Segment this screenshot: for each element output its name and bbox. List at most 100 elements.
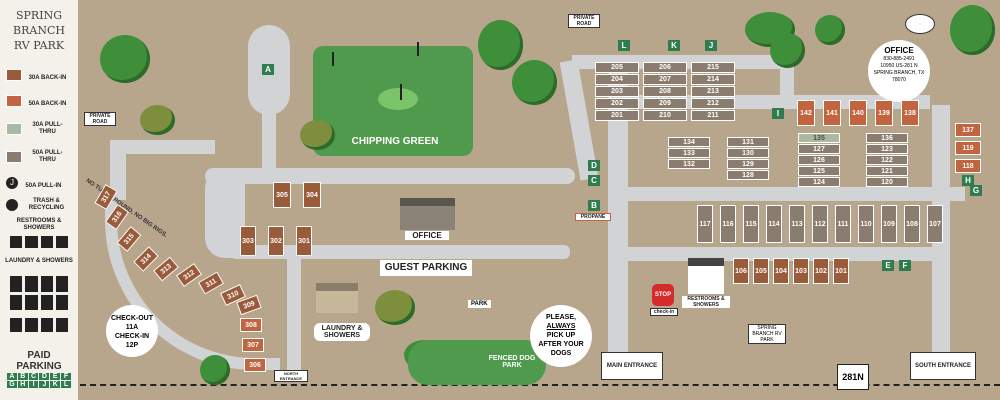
parking-a[interactable]: A — [262, 64, 274, 75]
rv-site-116[interactable]: 116 — [720, 205, 736, 243]
rv-site-204[interactable]: 204 — [595, 74, 639, 85]
rv-site-137[interactable]: 137 — [955, 123, 981, 137]
legend-item-50a-pull-in: J 50A PULL-IN — [6, 174, 74, 192]
rv-site-111[interactable]: 111 — [835, 205, 851, 243]
dog-park — [408, 340, 546, 385]
tree-icon — [950, 5, 995, 55]
rv-site-131[interactable]: 131 — [727, 137, 769, 147]
rv-site-304[interactable]: 304 — [303, 182, 321, 208]
rv-site-306[interactable]: 306 — [244, 358, 266, 372]
rv-site-127[interactable]: 127 — [798, 144, 840, 154]
rv-site-209[interactable]: 209 — [643, 98, 687, 109]
rv-site-140[interactable]: 140 — [849, 100, 867, 126]
rv-site-307[interactable]: 307 — [242, 338, 264, 352]
propane-label: PROPANE — [575, 213, 611, 221]
rv-site-121[interactable]: 121 — [866, 166, 908, 176]
rv-site-106[interactable]: 106 — [733, 258, 749, 284]
rv-site-303[interactable]: 303 — [240, 226, 256, 256]
legend-label-restrooms: RESTROOMS & SHOWERS — [16, 218, 62, 231]
parking-c[interactable]: C — [588, 175, 600, 186]
rv-site-133[interactable]: 133 — [668, 148, 710, 158]
rv-site-125[interactable]: 125 — [798, 166, 840, 176]
laundry-building[interactable] — [316, 283, 358, 313]
parking-e[interactable]: E — [882, 260, 894, 271]
rv-site-126[interactable]: 126 — [798, 155, 840, 165]
rv-site-215[interactable]: 215 — [691, 62, 735, 73]
rv-site-104[interactable]: 104 — [773, 258, 789, 284]
rv-site-119[interactable]: 119 — [955, 141, 981, 155]
rv-site-139[interactable]: 139 — [875, 100, 893, 126]
parking-letter: J — [39, 381, 50, 388]
parking-letter: E — [50, 373, 61, 380]
rv-site-128[interactable]: 128 — [727, 170, 769, 180]
rv-site-208[interactable]: 208 — [643, 86, 687, 97]
tree-icon — [100, 35, 150, 83]
rv-site-205[interactable]: 205 — [595, 62, 639, 73]
flag-icon — [400, 84, 402, 100]
parking-g[interactable]: G — [970, 185, 982, 196]
restrooms-label: RESTROOMS & SHOWERS — [682, 296, 730, 308]
rv-site-136[interactable]: 136 — [866, 133, 908, 143]
rv-site-105[interactable]: 105 — [753, 258, 769, 284]
rv-site-113[interactable]: 113 — [789, 205, 805, 243]
rv-site-134[interactable]: 134 — [668, 137, 710, 147]
putting-green — [378, 88, 418, 110]
rv-site-301[interactable]: 301 — [296, 226, 312, 256]
rv-site-135[interactable]: 135 — [798, 133, 840, 143]
parking-j[interactable]: J — [705, 40, 717, 51]
parking-letter: A — [7, 373, 17, 380]
rv-site-305[interactable]: 305 — [273, 182, 291, 208]
legend-label: 30A PULL-THRU — [32, 122, 63, 135]
rv-site-132[interactable]: 132 — [668, 159, 710, 169]
rv-site-112[interactable]: 112 — [812, 205, 828, 243]
rv-site-129[interactable]: 129 — [727, 159, 769, 169]
parking-h[interactable]: H — [962, 175, 974, 186]
checkin-time: 12P — [125, 342, 139, 349]
rv-site-122[interactable]: 122 — [866, 155, 908, 165]
rv-site-102[interactable]: 102 — [813, 258, 829, 284]
rv-site-110[interactable]: 110 — [858, 205, 874, 243]
rv-site-114[interactable]: 114 — [766, 205, 782, 243]
road-left-top — [110, 140, 215, 154]
parking-f[interactable]: F — [899, 260, 911, 271]
parking-i[interactable]: I — [772, 108, 784, 119]
north-entrance-label: NORTH ENTRANCE — [274, 370, 308, 382]
rv-site-201[interactable]: 201 — [595, 110, 639, 121]
rv-site-141[interactable]: 141 — [823, 100, 841, 126]
parking-l[interactable]: L — [618, 40, 630, 51]
rv-site-302[interactable]: 302 — [268, 226, 284, 256]
rv-site-142[interactable]: 142 — [797, 100, 815, 126]
office-building[interactable] — [400, 198, 455, 230]
rv-site-120[interactable]: 120 — [866, 177, 908, 187]
parking-d[interactable]: D — [588, 160, 600, 171]
rv-site-210[interactable]: 210 — [643, 110, 687, 121]
rv-site-118[interactable]: 118 — [955, 159, 981, 173]
rv-site-130[interactable]: 130 — [727, 148, 769, 158]
rv-site-213[interactable]: 213 — [691, 86, 735, 97]
rv-site-207[interactable]: 207 — [643, 74, 687, 85]
office-label: OFFICE — [405, 231, 449, 240]
rv-site-107[interactable]: 107 — [927, 205, 943, 243]
rv-site-308[interactable]: 308 — [240, 318, 262, 332]
parking-k[interactable]: K — [668, 40, 680, 51]
dogs-note-line: AFTER YOUR — [538, 341, 584, 348]
rv-site-103[interactable]: 103 — [793, 258, 809, 284]
rv-site-117[interactable]: 117 — [697, 205, 713, 243]
rv-site-211[interactable]: 211 — [691, 110, 735, 121]
parking-letter: L — [61, 381, 71, 388]
rv-site-206[interactable]: 206 — [643, 62, 687, 73]
rv-site-202[interactable]: 202 — [595, 98, 639, 109]
rv-site-214[interactable]: 214 — [691, 74, 735, 85]
rv-site-108[interactable]: 108 — [904, 205, 920, 243]
rv-site-124[interactable]: 124 — [798, 177, 840, 187]
rv-site-138[interactable]: 138 — [901, 100, 919, 126]
rv-site-115[interactable]: 115 — [743, 205, 759, 243]
rv-site-123[interactable]: 123 — [866, 144, 908, 154]
parking-b[interactable]: B — [588, 200, 600, 211]
legend-label: 50A PULL-IN — [25, 183, 62, 189]
rv-site-203[interactable]: 203 — [595, 86, 639, 97]
rv-site-212[interactable]: 212 — [691, 98, 735, 109]
restroom-building[interactable] — [688, 258, 724, 294]
rv-site-101[interactable]: 101 — [833, 258, 849, 284]
rv-site-109[interactable]: 109 — [881, 205, 897, 243]
